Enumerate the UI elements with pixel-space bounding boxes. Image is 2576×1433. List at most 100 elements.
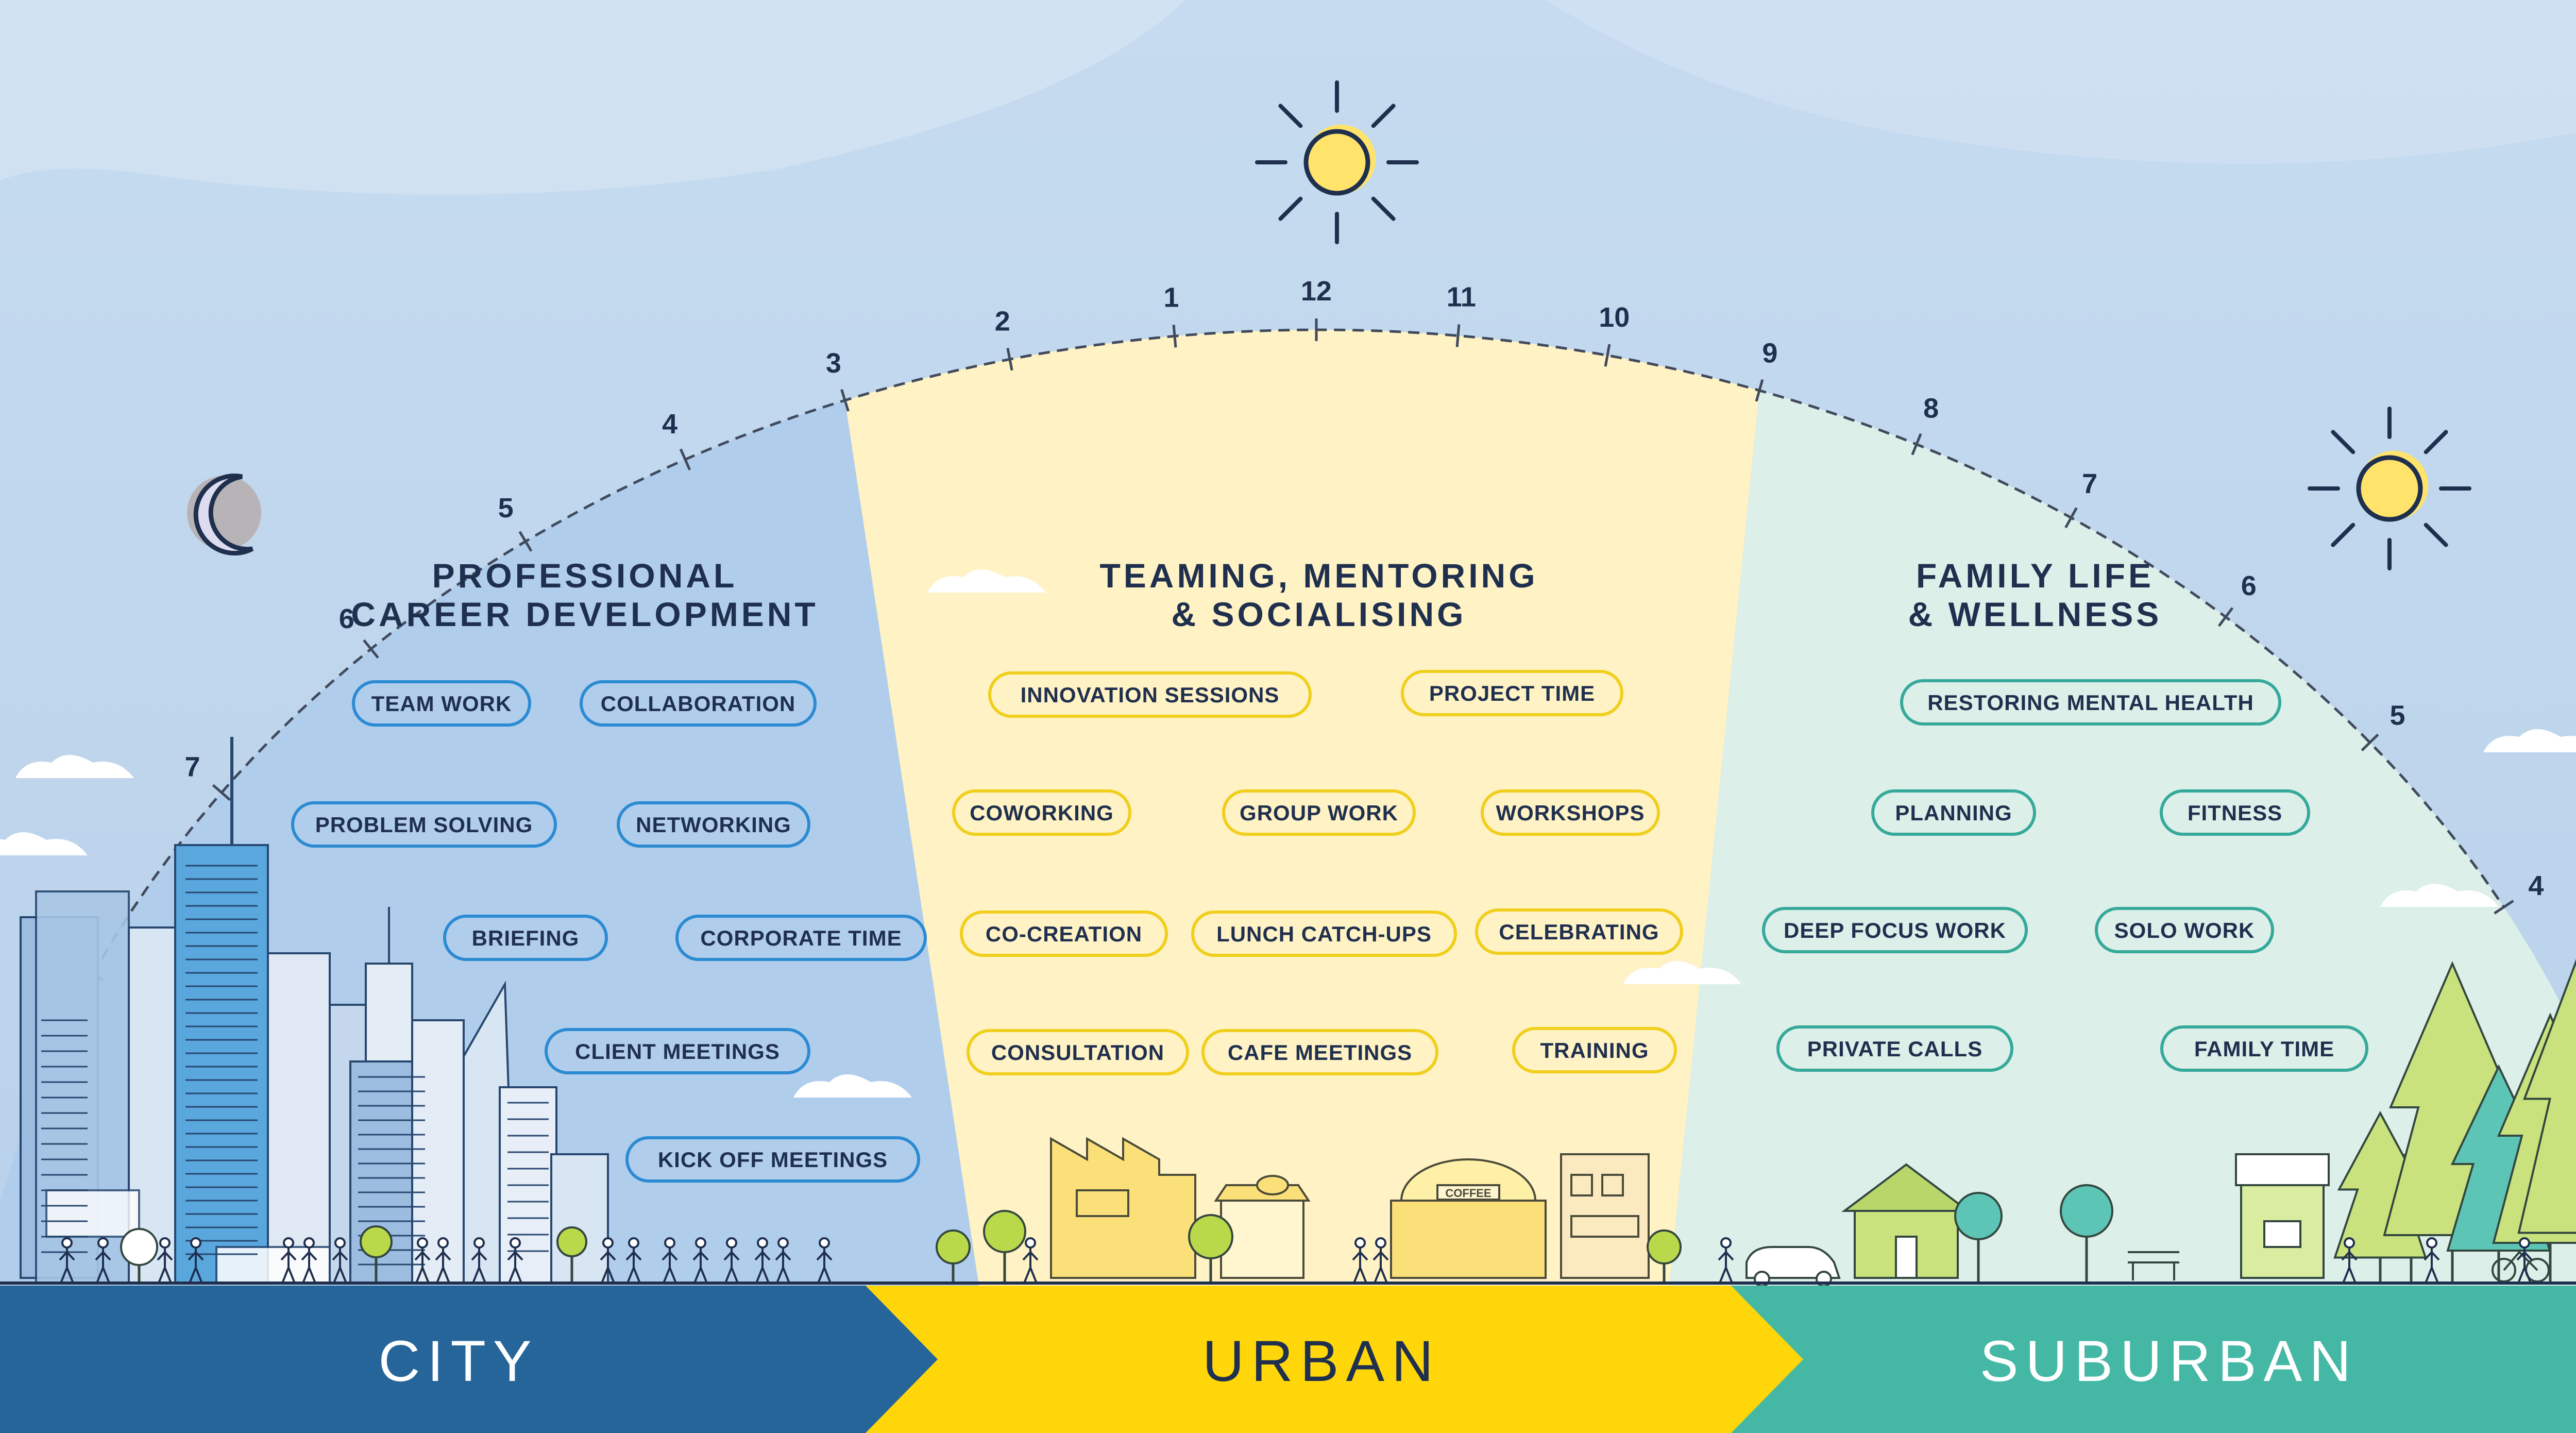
hour-label: 6 bbox=[2241, 570, 2257, 601]
pill-label: GROUP WORK bbox=[1240, 801, 1398, 825]
moon-icon bbox=[187, 474, 261, 556]
activity-pill: PLANNING bbox=[1871, 789, 2036, 836]
activity-pill: SOLO WORK bbox=[2095, 907, 2274, 953]
person-icon bbox=[816, 1237, 833, 1284]
activity-pill: CORPORATE TIME bbox=[675, 915, 927, 961]
pill-outline bbox=[617, 801, 810, 848]
tree-icon bbox=[936, 1229, 971, 1283]
pill-outline bbox=[1481, 789, 1660, 836]
person-icon bbox=[59, 1237, 75, 1284]
person-icon bbox=[2516, 1237, 2533, 1284]
person-icon bbox=[754, 1237, 771, 1284]
activity-pill: CLIENT MEETINGS bbox=[545, 1028, 810, 1074]
skyscraper-icon bbox=[174, 844, 269, 1284]
hour-label: 6 bbox=[339, 603, 354, 634]
activity-pill: DEEP FOCUS WORK bbox=[1762, 907, 2028, 953]
urban-region bbox=[845, 330, 1759, 1286]
hour-tick bbox=[1604, 344, 1611, 367]
activity-pill: BRIEFING bbox=[443, 915, 608, 961]
hour-label: 7 bbox=[2082, 468, 2097, 499]
heading-suburban: FAMILY LIFE & WELLNESS bbox=[1908, 557, 2159, 633]
pill-label: LUNCH CATCH-UPS bbox=[1216, 922, 1432, 946]
pill-label: KICK OFF MEETINGS bbox=[658, 1148, 888, 1172]
pill-label: CORPORATE TIME bbox=[700, 926, 902, 950]
activity-pill: INNOVATION SESSIONS bbox=[988, 671, 1312, 718]
bench-icon bbox=[2128, 1251, 2179, 1280]
person-icon bbox=[1372, 1237, 1389, 1284]
pill-label: FAMILY TIME bbox=[2194, 1037, 2334, 1061]
activity-pill: CONSULTATION bbox=[967, 1029, 1189, 1075]
heading-line-2: CAREER DEVELOPMENT bbox=[351, 595, 818, 633]
tree-icon bbox=[1954, 1192, 2003, 1283]
burger-shop-icon bbox=[1220, 1200, 1304, 1279]
pill-outline bbox=[1762, 907, 2028, 953]
heading-city: PROFESSIONAL CAREER DEVELOPMENT bbox=[351, 557, 818, 633]
pill-label: PROBLEM SOLVING bbox=[315, 813, 533, 837]
person-icon bbox=[157, 1237, 173, 1284]
tree-icon bbox=[120, 1228, 158, 1283]
pill-label: COLLABORATION bbox=[601, 692, 796, 716]
hour-tick bbox=[1172, 325, 1177, 348]
suburban-houses bbox=[1745, 1153, 2550, 1287]
pill-label: TEAM WORK bbox=[371, 692, 512, 716]
sky-swoosh bbox=[0, 0, 1185, 195]
pill-outline bbox=[960, 911, 1168, 957]
hour-tick bbox=[2361, 733, 2379, 752]
pill-outline bbox=[352, 680, 531, 727]
pill-label: CO-CREATION bbox=[986, 922, 1142, 946]
sun-icon bbox=[1255, 80, 1419, 244]
person-icon bbox=[692, 1237, 709, 1284]
person-icon bbox=[723, 1237, 740, 1284]
activity-pill: TEAM WORK bbox=[352, 680, 531, 727]
hour-label: 5 bbox=[498, 493, 514, 524]
zone-label-urban: URBAN bbox=[1202, 1329, 1440, 1393]
pill-outline bbox=[1776, 1025, 2013, 1072]
hour-label: 2 bbox=[995, 306, 1010, 336]
pill-outline bbox=[291, 801, 557, 848]
pill-outline bbox=[1900, 679, 2281, 726]
hour-label: 4 bbox=[2528, 870, 2544, 901]
activity-pill: PROJECT TIME bbox=[1401, 670, 1623, 716]
person-icon bbox=[507, 1237, 523, 1284]
hour-tick bbox=[518, 531, 533, 552]
hour-tick bbox=[840, 389, 850, 412]
pill-outline bbox=[625, 1136, 920, 1183]
tree-icon bbox=[360, 1225, 393, 1283]
activity-pill: GROUP WORK bbox=[1222, 789, 1416, 836]
activity-pill: CAFE MEETINGS bbox=[1201, 1029, 1438, 1075]
activity-pill: PRIVATE CALLS bbox=[1776, 1025, 2013, 1072]
person-icon bbox=[775, 1237, 791, 1284]
city-banner bbox=[0, 1286, 938, 1433]
tree-icon bbox=[1188, 1214, 1233, 1283]
pill-outline bbox=[952, 789, 1131, 836]
tree-icon bbox=[2060, 1184, 2113, 1283]
hour-label: 9 bbox=[1762, 338, 1777, 369]
hour-label: 8 bbox=[1923, 393, 1939, 424]
heading-line-1: TEAMING, MENTORING bbox=[1099, 557, 1538, 595]
people bbox=[59, 1237, 2533, 1284]
pill-label: CAFE MEETINGS bbox=[1228, 1040, 1412, 1065]
pill-label: CELEBRATING bbox=[1499, 920, 1659, 944]
urban-buildings: COFFEE bbox=[1050, 1137, 1650, 1279]
hour-label: 12 bbox=[1301, 276, 1332, 307]
activity-pill: COWORKING bbox=[952, 789, 1131, 836]
pill-label: CONSULTATION bbox=[991, 1040, 1164, 1065]
person-icon bbox=[1718, 1237, 1734, 1284]
hour-label: 5 bbox=[2389, 700, 2405, 731]
heading-line-1: FAMILY LIFE bbox=[1916, 557, 2154, 595]
pill-label: RESTORING MENTAL HEALTH bbox=[1927, 690, 2254, 715]
person-icon bbox=[625, 1237, 642, 1284]
activity-pill: FAMILY TIME bbox=[2160, 1025, 2368, 1072]
hour-tick bbox=[1755, 379, 1764, 402]
pill-outline bbox=[2095, 907, 2274, 953]
activity-pill: KICK OFF MEETINGS bbox=[625, 1136, 920, 1183]
trees bbox=[120, 958, 2576, 1283]
sky-swoosh-right bbox=[1546, 0, 2576, 164]
person-icon bbox=[332, 1237, 348, 1284]
person-icon bbox=[95, 1237, 111, 1284]
zone-label-suburban: SUBURBAN bbox=[1980, 1329, 2358, 1393]
pill-label: WORKSHOPS bbox=[1496, 801, 1645, 825]
pill-outline bbox=[1191, 911, 1457, 957]
activity-pill: FITNESS bbox=[2160, 789, 2310, 836]
person-icon bbox=[1022, 1237, 1039, 1284]
